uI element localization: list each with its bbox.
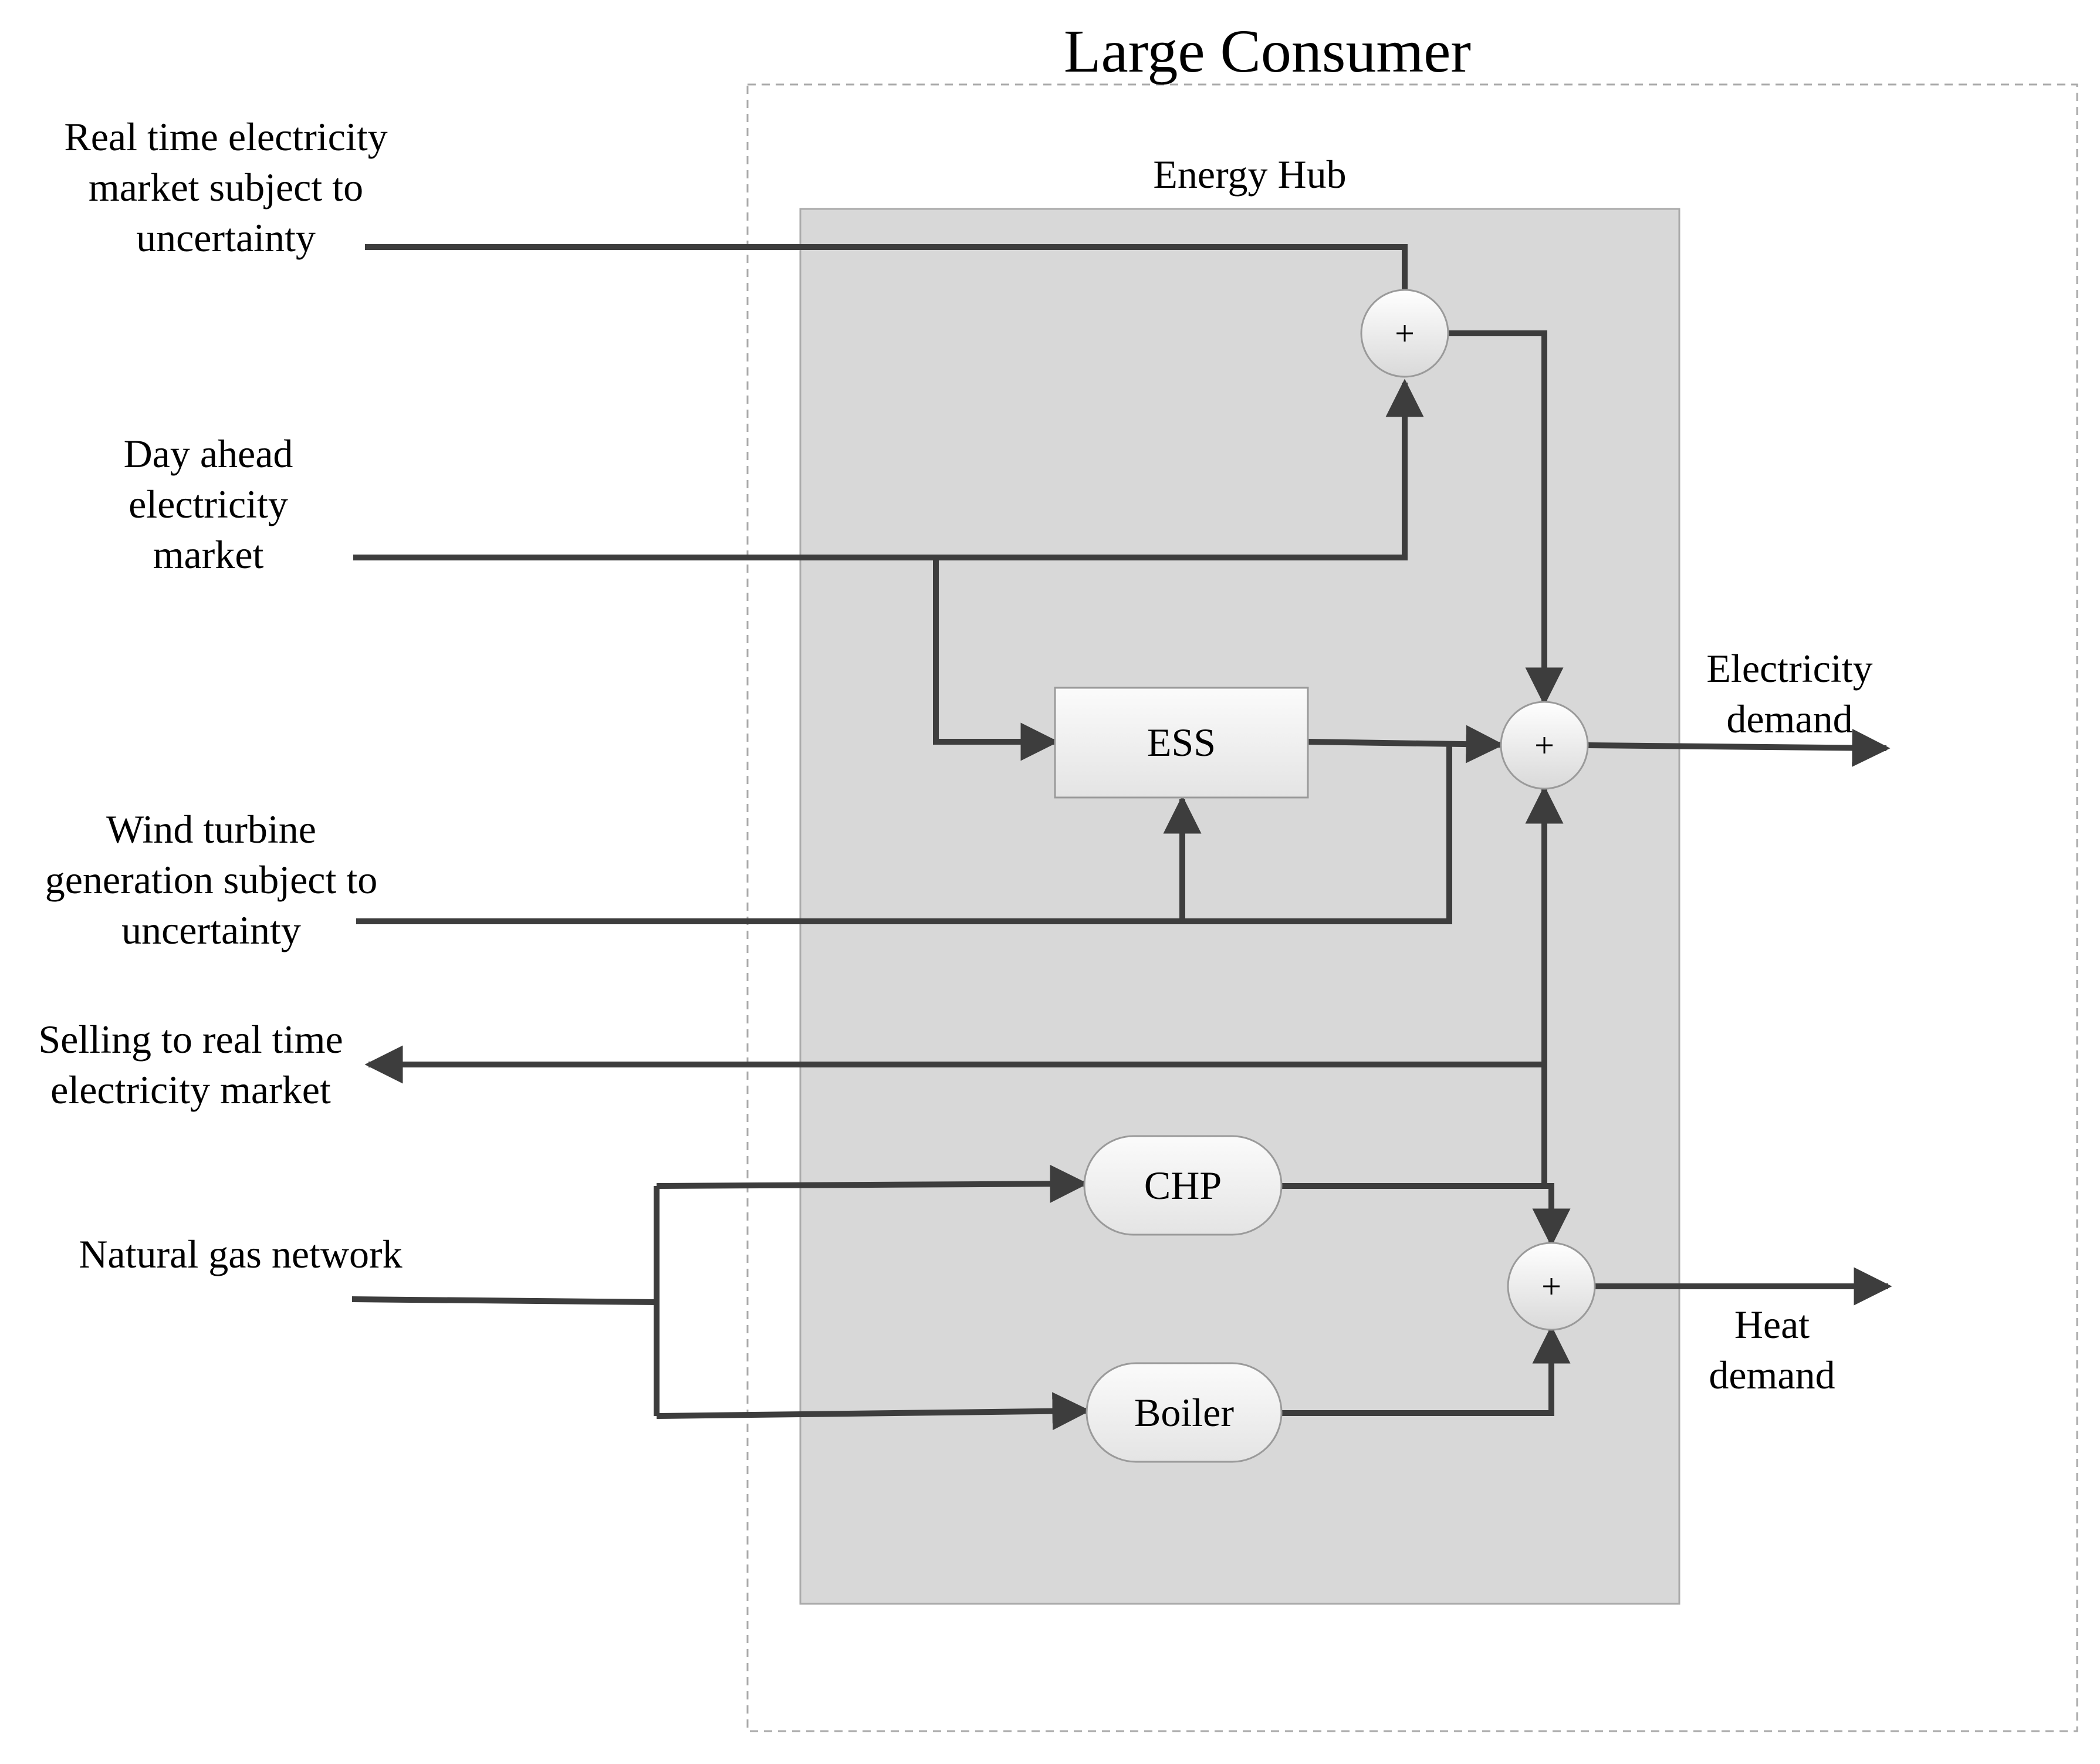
ess-to-sum2 [1307, 725, 1504, 763]
energy-hub-label: Energy Hub [1153, 152, 1347, 197]
sum-node-top-symbol: + [1395, 314, 1415, 353]
gas-to-chp [656, 1164, 1088, 1203]
chp-label: CHP [1144, 1163, 1222, 1208]
electricity-demand-line-1: Electricity [1706, 646, 1873, 691]
day-ahead-market-line-2: electricity [128, 482, 288, 526]
sum-node-heat [1507, 1242, 1596, 1331]
selling-line-2: electricity market [50, 1067, 331, 1112]
real-time-market-line-1: Real time electricity [64, 114, 388, 159]
wind-turbine-line-1: Wind turbine [106, 807, 316, 851]
real-time-market-line-3: uncertainty [136, 215, 316, 260]
sum1-to-sum2 [1448, 330, 1564, 706]
energy-hub-region [799, 208, 1680, 1605]
boiler-label: Boiler [1134, 1390, 1234, 1435]
chp-box [1083, 1135, 1283, 1236]
wind-turbine-line-2: generation subject to [45, 857, 378, 902]
connections [351, 244, 1892, 1431]
bus-to-sum3 [1532, 1183, 1571, 1247]
natural-gas-label: Natural gas network [79, 1232, 403, 1276]
day-ahead-market-line-3: market [153, 532, 264, 577]
wind-to-sum2 [1182, 745, 1452, 924]
wind-turbine-line-3: uncertainty [121, 908, 301, 952]
ess-label: ESS [1147, 720, 1216, 765]
selling-line-1: Selling to real time [38, 1017, 343, 1062]
day-ahead-market-line-1: Day ahead [123, 431, 293, 476]
ess-box [1054, 687, 1309, 799]
heat-demand-line-2: demand [1709, 1353, 1835, 1397]
sum-node-top [1360, 289, 1449, 378]
sum2-to-electricity-demand [1588, 728, 1891, 767]
sum-node-electricity [1500, 701, 1589, 790]
day-ahead-to-ess [933, 557, 1059, 761]
diagram-title: Large Consumer [1063, 18, 1472, 85]
real-time-market-to-sum1 [365, 244, 1408, 290]
boiler-box [1085, 1362, 1283, 1463]
gas-to-boiler [656, 1392, 1091, 1431]
sum-node-heat-symbol: + [1541, 1267, 1561, 1306]
day-ahead-to-sum1 [353, 379, 1424, 560]
boiler-to-sum3 [1281, 1325, 1571, 1416]
real-time-market-line-2: market subject to [88, 165, 364, 209]
gas-to-junction [351, 1296, 657, 1305]
sum-node-electricity-symbol: + [1534, 726, 1554, 765]
electricity-demand-line-2: demand [1726, 697, 1853, 741]
large-consumer-boundary [746, 83, 2078, 1732]
heat-demand-line-1: Heat [1734, 1302, 1810, 1347]
